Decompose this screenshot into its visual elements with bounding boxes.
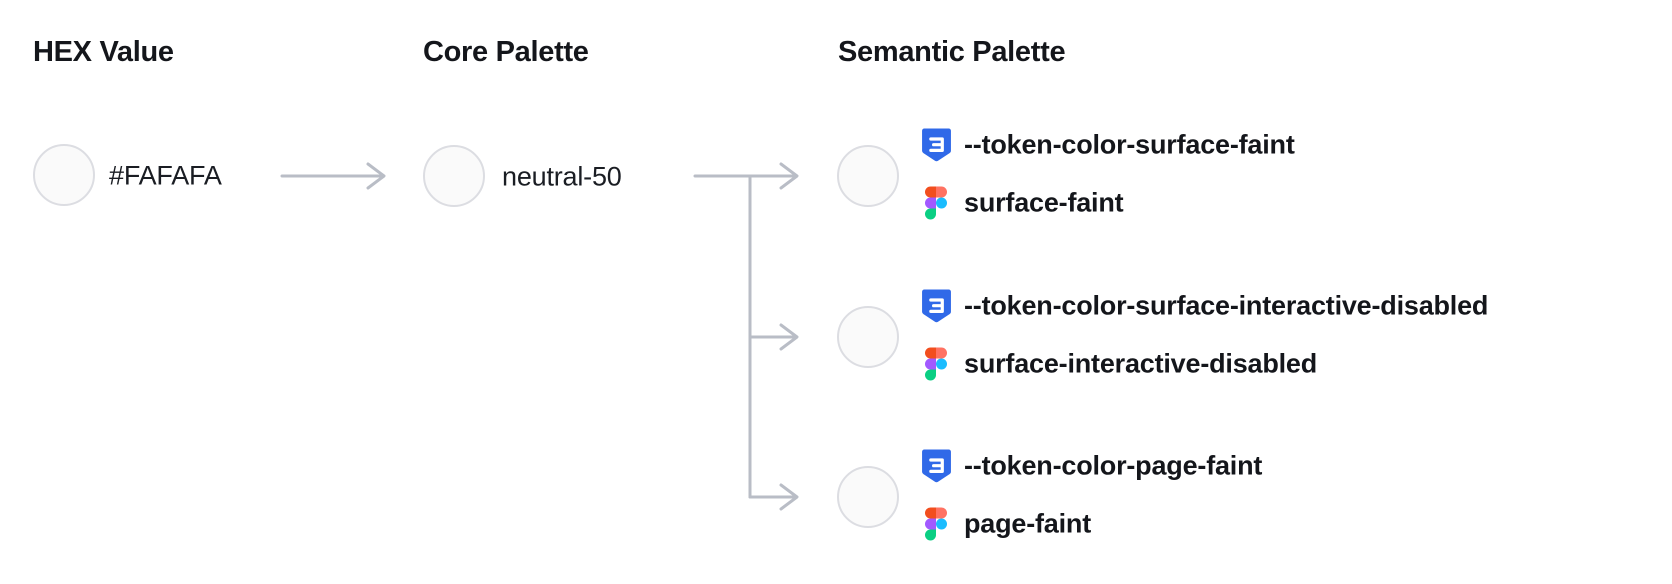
arrow-hex-to-core-icon <box>280 162 386 190</box>
css-token-label: --token-color-surface-faint <box>964 129 1295 160</box>
column-header-hex-value: HEX Value <box>33 36 174 68</box>
figma-token-label: surface-interactive-disabled <box>964 348 1318 379</box>
css-token-label: --token-color-surface-interactive-disabl… <box>964 290 1489 321</box>
semantic-css-line: --token-color-surface-interactive-disabl… <box>921 289 1489 323</box>
column-header-semantic-palette: Semantic Palette <box>838 36 1066 68</box>
css-token-label: --token-color-page-faint <box>964 450 1263 481</box>
semantic-css-line: --token-color-page-faint <box>921 449 1263 483</box>
semantic-figma-line: surface-faint <box>921 186 1124 220</box>
semantic-swatch-surface-interactive-disabled <box>837 306 899 368</box>
css3-shield-icon <box>921 289 951 323</box>
core-palette-label: neutral-50 <box>502 161 622 192</box>
semantic-css-line: --token-color-surface-faint <box>921 128 1295 162</box>
semantic-swatch-page-faint <box>837 466 899 528</box>
semantic-figma-line: page-faint <box>921 507 1092 541</box>
figma-logo-icon <box>921 507 951 541</box>
figma-token-label: surface-faint <box>964 187 1124 218</box>
figma-logo-icon <box>921 186 951 220</box>
column-header-core-palette: Core Palette <box>423 36 589 68</box>
figma-logo-icon <box>921 347 951 381</box>
semantic-figma-line: surface-interactive-disabled <box>921 347 1318 381</box>
hex-value-label: #FAFAFA <box>109 160 222 191</box>
branch-core-to-semantic-icon <box>693 162 799 511</box>
css3-shield-icon <box>921 128 951 162</box>
semantic-swatch-surface-faint <box>837 145 899 207</box>
figma-token-label: page-faint <box>964 508 1092 539</box>
hex-color-swatch <box>33 144 95 206</box>
css3-shield-icon <box>921 449 951 483</box>
core-color-swatch <box>423 145 485 207</box>
